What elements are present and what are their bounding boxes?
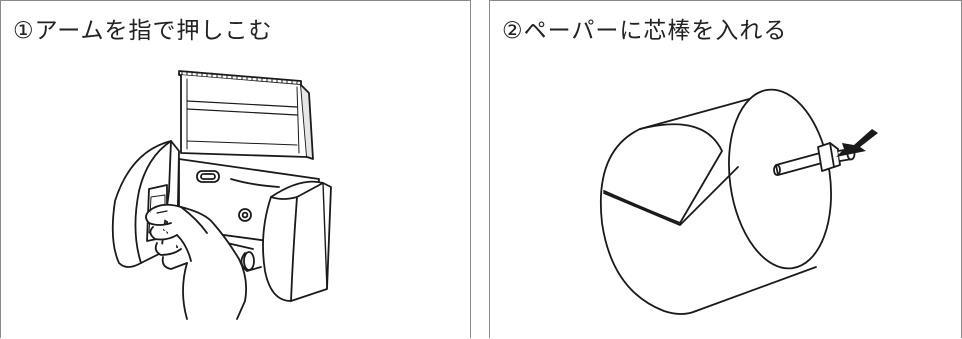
pressing-hand [145,203,248,320]
paper-roll-spindle-illustration [599,88,878,315]
paper-roll [599,88,832,315]
hand-press-arm-illustration [111,70,332,320]
step-2-title: ②ペーパーに芯棒を入れる [502,18,788,44]
step-1-panel: ①アームを指で押しこむ [0,0,471,338]
holder-lid [178,70,314,160]
insert-arrow-icon [836,129,878,157]
step-1-title: ①アームを指で押しこむ [13,18,273,44]
step-2-panel: ②ペーパーに芯棒を入れる [489,0,962,338]
